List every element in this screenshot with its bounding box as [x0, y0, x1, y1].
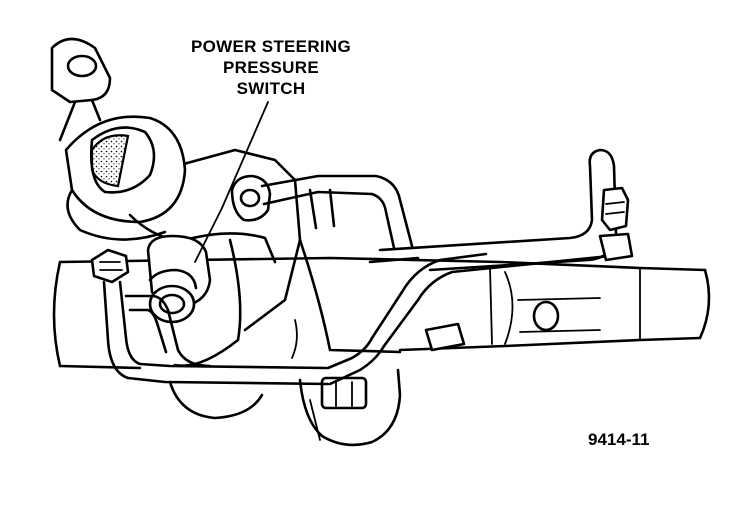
callout-line-3: SWITCH: [236, 79, 306, 98]
pressure-switch: [146, 234, 212, 324]
callout-label: POWER STEERING PRESSURE SWITCH: [176, 36, 366, 99]
right-fittings: [598, 186, 634, 262]
input-shaft-coupling: [50, 37, 187, 242]
callout-line-2: PRESSURE: [223, 58, 319, 77]
callout-line-1: POWER STEERING: [190, 37, 352, 56]
rack-housing: [52, 256, 711, 370]
left-fitting: [90, 248, 130, 284]
figure-number: 9414-11: [588, 430, 650, 449]
callout-leader-line: [194, 101, 269, 263]
hydraulic-tubes: [102, 148, 632, 386]
upper-tube-fitting: [230, 174, 272, 222]
